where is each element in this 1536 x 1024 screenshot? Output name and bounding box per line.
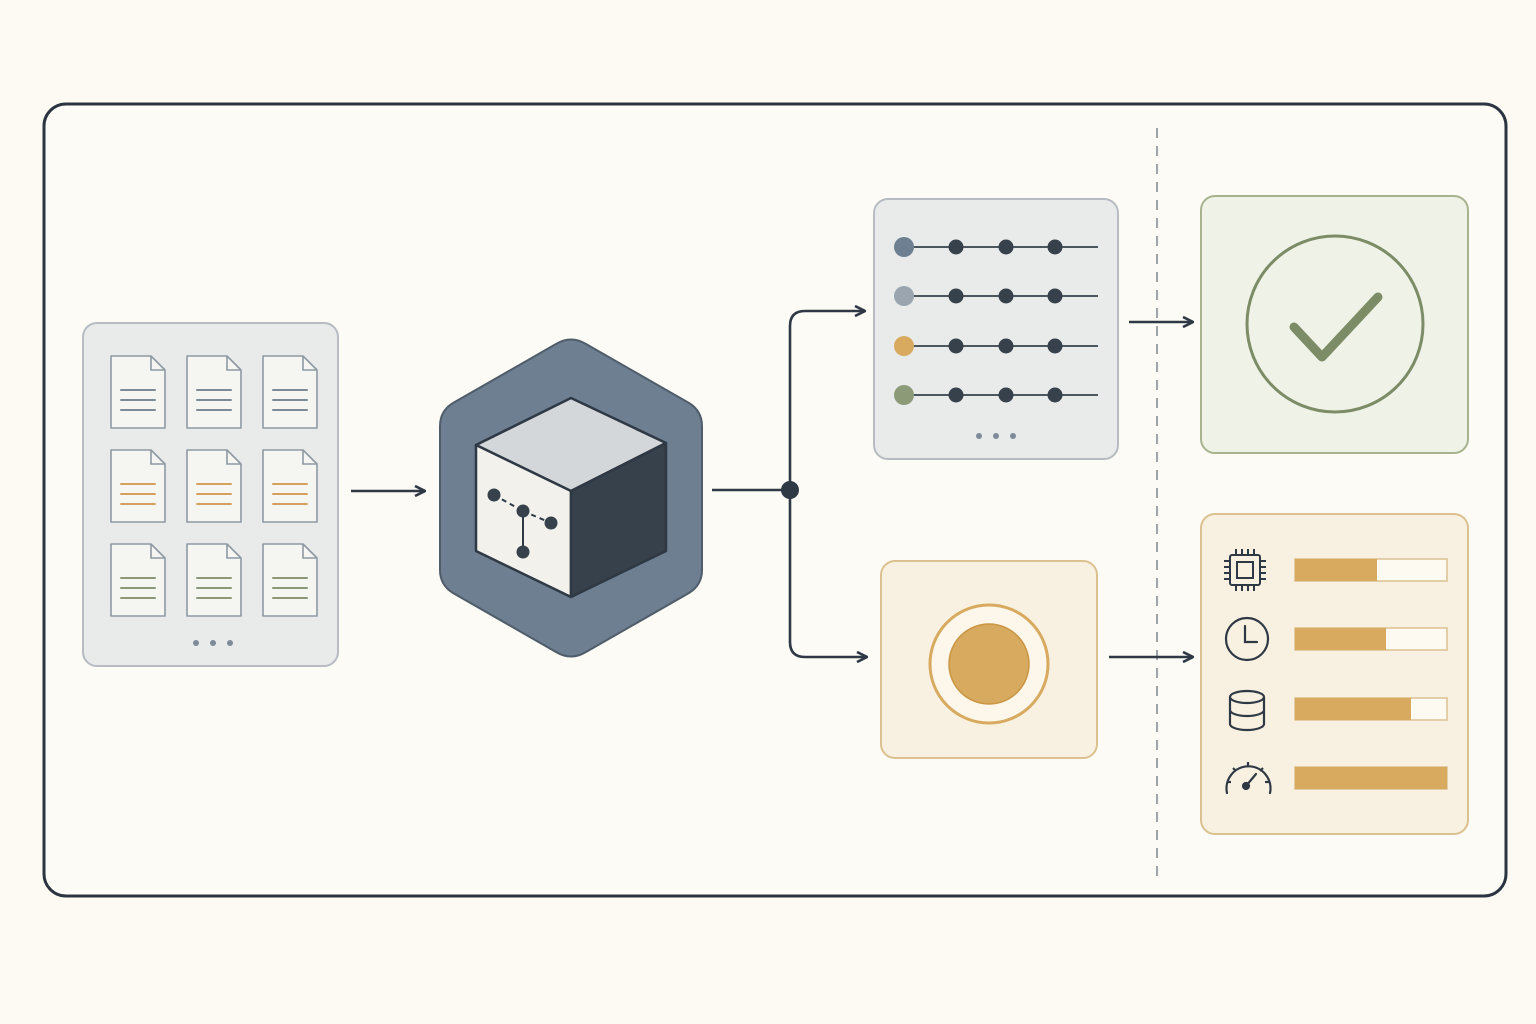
timeline-marker: [894, 336, 914, 356]
core-node: [439, 338, 703, 658]
timeline-node: [998, 338, 1014, 354]
document-icon: [186, 449, 242, 523]
metric-bar: [1294, 558, 1448, 582]
timeline-more-dots: [976, 433, 1016, 439]
metrics-panel: [1200, 513, 1469, 835]
metric-bar: [1294, 627, 1448, 651]
document-icon: [110, 449, 166, 523]
outer-frame: [42, 102, 1508, 898]
timeline-node: [948, 338, 964, 354]
metric-bar: [1294, 766, 1448, 790]
cpu-icon: [1224, 549, 1266, 591]
documents-more-dots: [193, 640, 233, 646]
timeline-rows: [894, 237, 1098, 405]
timeline-node: [998, 239, 1014, 255]
timeline-marker: [894, 237, 914, 257]
cube-graph-icon: [474, 396, 668, 599]
target-panel: [880, 560, 1098, 759]
document-grid: [110, 355, 318, 617]
timeline-node: [948, 387, 964, 403]
metric-bar-fill: [1295, 698, 1411, 720]
metric-bar-fill: [1295, 559, 1377, 581]
timeline-row: [894, 336, 1098, 356]
timeline-node: [948, 288, 964, 304]
timeline-row: [894, 237, 1098, 257]
checkmark-icon: [1245, 234, 1425, 414]
document-icon: [262, 449, 318, 523]
timeline-node: [998, 288, 1014, 304]
timeline-row: [894, 385, 1098, 405]
clock-icon: [1224, 616, 1270, 662]
metric-bars: [1294, 558, 1448, 790]
timeline-node: [1047, 239, 1063, 255]
document-icon: [186, 543, 242, 617]
document-icon: [186, 355, 242, 429]
document-icon: [262, 543, 318, 617]
timeline-marker: [894, 385, 914, 405]
metric-bar-fill: [1295, 628, 1386, 650]
timeline-marker: [894, 286, 914, 306]
result-panel: [1200, 195, 1469, 454]
timeline-node: [948, 239, 964, 255]
timeline-node: [1047, 338, 1063, 354]
timeline-node: [998, 387, 1014, 403]
timeline-panel: [873, 198, 1119, 460]
timeline-node: [1047, 387, 1063, 403]
database-icon: [1228, 689, 1266, 732]
metric-bar: [1294, 697, 1448, 721]
branch-junction: [781, 481, 799, 499]
document-icon: [110, 543, 166, 617]
metric-bar-fill: [1295, 767, 1447, 789]
branch-connector: [712, 311, 866, 657]
document-grid-panel: [82, 322, 339, 667]
document-icon: [110, 355, 166, 429]
timeline-node: [1047, 288, 1063, 304]
timeline-row: [894, 286, 1098, 306]
target-icon: [928, 603, 1050, 725]
gauge-icon: [1225, 762, 1272, 795]
document-icon: [262, 355, 318, 429]
